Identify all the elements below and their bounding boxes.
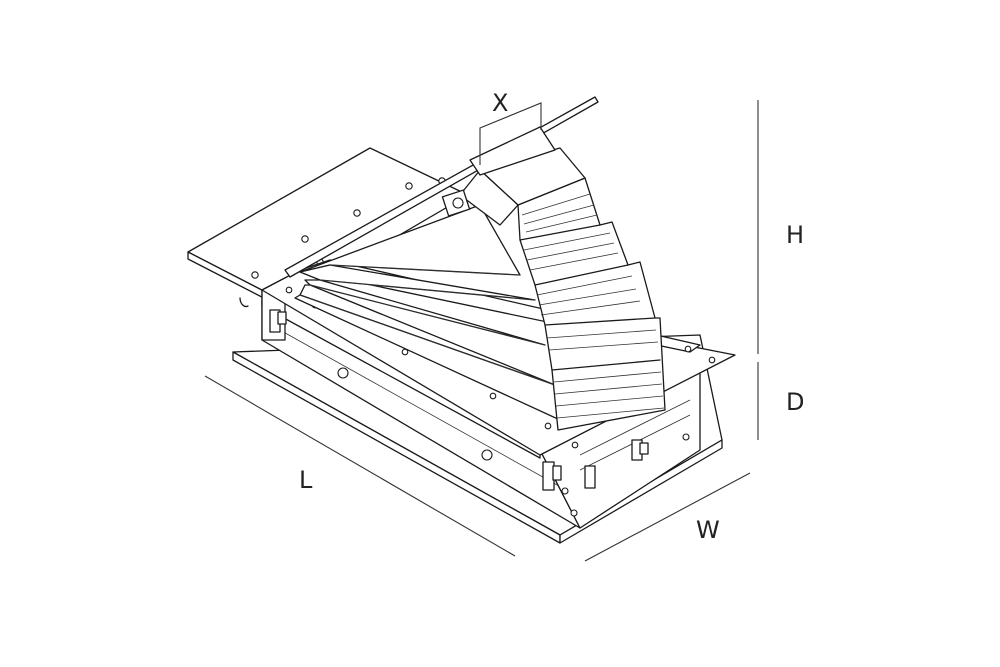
dimension-lines [204,100,759,562]
dimension-l-label: L [299,466,313,494]
dimension-x-label: X [492,89,508,117]
dimension-d-label: D [786,388,804,416]
dimension-w-label: W [696,516,720,544]
tilted-lamp-head [284,96,666,431]
dimension-w-line [584,472,751,562]
dimension-x-bracket [479,102,542,165]
dimension-l-line [204,375,516,557]
mounting-plate [187,147,469,310]
dimension-h-label: H [786,221,804,249]
